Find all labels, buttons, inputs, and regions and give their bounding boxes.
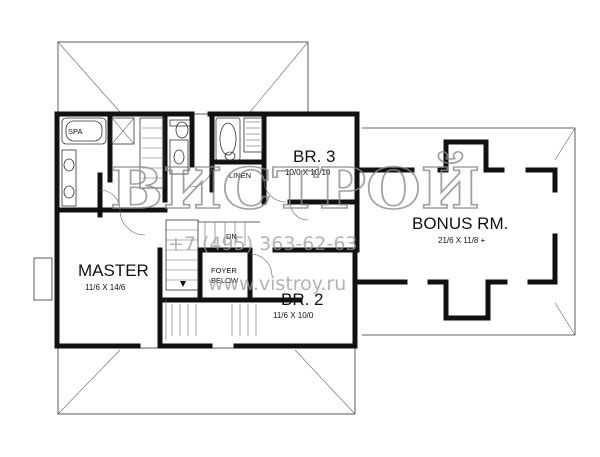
br2-room-label: BR. 2 <box>281 290 324 309</box>
watermark-url: www.vistroy.ru <box>208 273 346 295</box>
br3-room-label: BR. 3 <box>293 147 336 166</box>
bath-fixtures <box>61 117 263 207</box>
br2-room-size: 11/6 X 10/0 <box>273 311 314 320</box>
watermark-logo: ВИСТРОЙ <box>110 151 480 222</box>
master-room-label: MASTER <box>78 261 149 280</box>
master-room-size: 11/6 X 14/6 <box>85 283 126 292</box>
watermark-phone: +7 (495) 363-62-63 <box>168 233 358 255</box>
foyer-label: FOYER <box>211 266 237 275</box>
foyer-below-label: BELOW <box>211 276 239 285</box>
staircase <box>165 219 260 340</box>
interior-walls <box>54 111 360 349</box>
linen-label: LINEN <box>229 171 251 180</box>
exterior-walls <box>54 111 558 349</box>
br3-room-size: 10/0 X 10/10 <box>285 168 331 177</box>
spa-label: SPA <box>68 127 82 136</box>
stair-down-label: DN <box>226 232 237 241</box>
bonus-room-label: BONUS RM. <box>412 214 508 233</box>
bonus-room-size: 21/6 X 11/8 + <box>438 236 486 245</box>
door-swings <box>99 164 309 277</box>
